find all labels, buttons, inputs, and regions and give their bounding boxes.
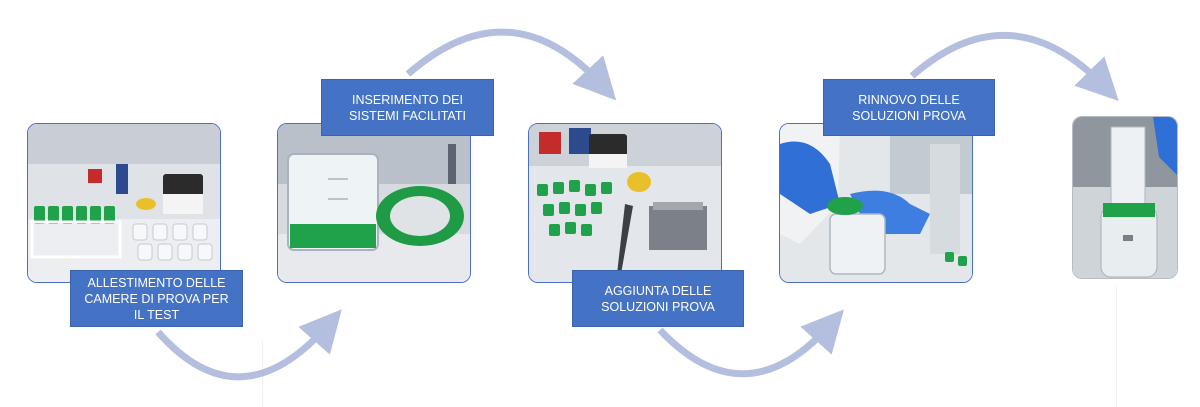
arrow-bottom-3	[657, 309, 845, 378]
step-caption-4: RINNOVO DELLE SOLUZIONI PROVA	[823, 79, 995, 136]
beaker-and-membrane-photo	[277, 123, 471, 283]
step-caption-3: AGGIUNTA DELLE SOLUZIONI PROVA	[572, 270, 744, 327]
arrow-bottom-1	[155, 309, 342, 381]
pipette-and-vials-photo	[528, 123, 722, 283]
divider-line	[1116, 285, 1117, 407]
step-caption-2: INSERIMENTO DEI SISTEMI FACILITATI	[321, 79, 494, 136]
insert-in-chamber-closeup-photo	[1072, 116, 1178, 279]
test-chamber-setup-photo	[27, 123, 221, 283]
step-caption-1: ALLESTIMENTO DELLE CAMERE DI PROVA PER I…	[70, 270, 243, 327]
arrow-top-4	[909, 32, 1119, 101]
gloved-hands-transfer-photo	[779, 123, 973, 283]
arrow-top-2	[405, 28, 617, 101]
